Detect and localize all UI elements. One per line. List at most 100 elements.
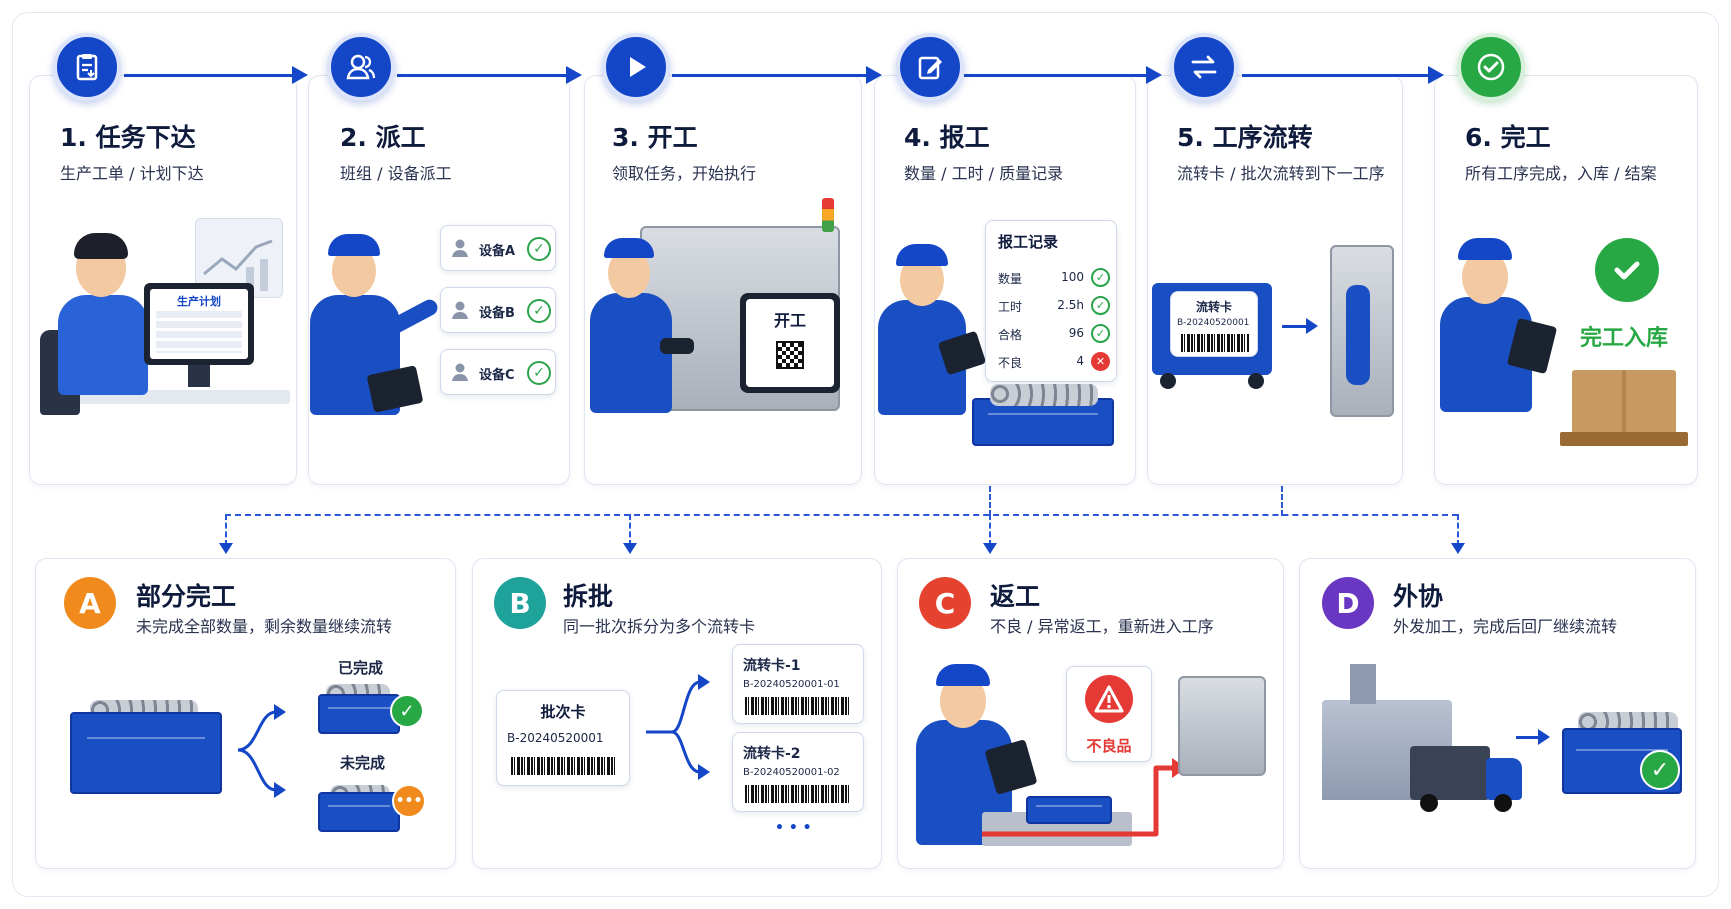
parts-crate xyxy=(972,398,1114,446)
transfer-card-1: 流转卡-1 B-20240520001-01 xyxy=(732,644,864,724)
case-title-b: 拆批 xyxy=(563,582,614,611)
flow-arrow-head xyxy=(1146,66,1162,84)
step-title-6: 6. 完工 xyxy=(1465,123,1551,152)
step3-illustration: 开工 xyxy=(590,198,858,418)
play-icon xyxy=(602,33,670,101)
arrow-right-icon xyxy=(1306,318,1318,334)
flow-arrow-2-3 xyxy=(397,74,566,77)
transfer-card-2-title: 流转卡-2 xyxy=(743,746,801,762)
step2-illustration xyxy=(310,220,565,420)
worker-cap xyxy=(1458,238,1512,260)
batch-card-code: B-20240520001 xyxy=(507,731,604,745)
warning-icon xyxy=(1085,675,1133,723)
device-card-a: 设备A ✓ xyxy=(440,225,556,271)
check-circle-icon xyxy=(1595,238,1659,302)
rework-arrow xyxy=(980,742,1190,842)
more-cards: • • • xyxy=(775,820,812,836)
check-icon: ✓ xyxy=(1091,296,1110,315)
report-row-defect: 不良 4 ✕ xyxy=(998,351,1110,373)
barcode-icon xyxy=(1181,334,1249,352)
arrow-right-icon xyxy=(1282,325,1308,328)
dash-connector xyxy=(1281,486,1283,516)
scanner xyxy=(660,338,694,354)
step-subtitle-3: 领取任务，开始执行 xyxy=(612,164,757,183)
split-arrow xyxy=(236,700,296,800)
batch-card-title: 批次卡 xyxy=(540,703,586,721)
worker-hair xyxy=(74,233,128,259)
check-icon: ✓ xyxy=(1640,750,1680,790)
operator xyxy=(1346,285,1370,385)
case-badge-b: B xyxy=(494,577,546,629)
clipboard-icon xyxy=(53,33,121,101)
flow-arrow-3-4 xyxy=(672,74,866,77)
terminal-title: 开工 xyxy=(773,311,806,330)
worker-body xyxy=(590,293,672,413)
rework-machine xyxy=(1178,676,1266,776)
check-icon: ✓ xyxy=(527,361,551,385)
barcode-icon xyxy=(745,697,849,715)
case-badge-c: C xyxy=(919,577,971,629)
flow-arrow-head xyxy=(292,66,308,84)
device-card-c: 设备C ✓ xyxy=(440,349,556,395)
worker-cap xyxy=(896,244,948,266)
worker-cap xyxy=(604,238,654,258)
qr-code-icon xyxy=(776,341,804,369)
transfer-card-1-title: 流转卡-1 xyxy=(743,658,801,674)
flow-arrow-head xyxy=(1428,66,1444,84)
stock-label: 完工入库 xyxy=(1580,326,1669,351)
case-title-a: 部分完工 xyxy=(136,582,237,611)
case-badge-d: D xyxy=(1322,577,1374,629)
terminal-screen: 开工 xyxy=(740,293,840,393)
flow-arrow-1-2 xyxy=(124,74,292,77)
step6-illustration: 完工入库 xyxy=(1440,232,1690,447)
check-icon: ✓ xyxy=(1091,324,1110,343)
step-title-5: 5. 工序流转 xyxy=(1177,123,1313,152)
transfer-card-2: 流转卡-2 B-20240520001-02 xyxy=(732,732,864,812)
worker-cap xyxy=(328,234,380,256)
split-arrow xyxy=(644,660,716,790)
edit-icon xyxy=(896,33,964,101)
worker-cap xyxy=(936,664,990,686)
flow-arrow-5-6 xyxy=(1242,74,1428,77)
cart-wheel xyxy=(1248,373,1264,389)
step-subtitle-1: 生产工单 / 计划下达 xyxy=(60,164,204,183)
case-title-c: 返工 xyxy=(990,582,1041,611)
arrow-down-icon xyxy=(983,543,997,554)
case-subtitle-d: 外发加工，完成后回厂继续流转 xyxy=(1393,617,1618,636)
check-icon xyxy=(1457,33,1525,101)
transfer-icon xyxy=(1170,33,1238,101)
dash-connector xyxy=(1457,514,1459,546)
worker-body xyxy=(58,295,148,395)
step1-illustration: 生产计划 xyxy=(40,215,290,415)
truck-wheel xyxy=(1420,794,1438,812)
case-subtitle-c: 不良 / 异常返工，重新进入工序 xyxy=(990,617,1214,636)
flow-arrow-4-5 xyxy=(964,74,1146,77)
case-subtitle-a: 未完成全部数量，剩余数量继续流转 xyxy=(136,617,393,636)
transfer-card-2-code: B-20240520001-02 xyxy=(743,767,840,778)
parts-crate xyxy=(70,712,222,794)
monitor-title: 生产计划 xyxy=(177,295,221,308)
step5-illustration: 流转卡 B-20240520001 xyxy=(1150,225,1400,425)
undone-label: 未完成 xyxy=(340,754,386,772)
transfer-card-title: 流转卡 xyxy=(1195,300,1232,314)
step4-illustration xyxy=(876,240,996,420)
device-label-a: 设备A xyxy=(479,244,516,259)
dash-connector xyxy=(989,514,991,546)
case-badge-a: A xyxy=(64,577,116,629)
case-subtitle-b: 同一批次拆分为多个流转卡 xyxy=(563,617,756,636)
transfer-card-1-code: B-20240520001-01 xyxy=(743,679,840,690)
step-subtitle-5: 流转卡 / 批次流转到下一工序 xyxy=(1177,164,1385,183)
parts-crate xyxy=(1026,796,1112,824)
cross-icon: ✕ xyxy=(1091,352,1110,371)
more-icon: ••• xyxy=(392,784,426,818)
case-title-d: 外协 xyxy=(1393,582,1444,611)
check-icon: ✓ xyxy=(527,299,551,323)
transfer-card: 流转卡 B-20240520001 xyxy=(1170,291,1258,357)
check-icon: ✓ xyxy=(390,694,424,728)
user-icon xyxy=(451,238,469,258)
barcode-icon xyxy=(745,785,849,803)
step-title-2: 2. 派工 xyxy=(340,123,426,152)
arrow-down-icon xyxy=(219,543,233,554)
batch-card: 批次卡 B-20240520001 xyxy=(496,690,630,786)
pallet xyxy=(1560,432,1688,446)
